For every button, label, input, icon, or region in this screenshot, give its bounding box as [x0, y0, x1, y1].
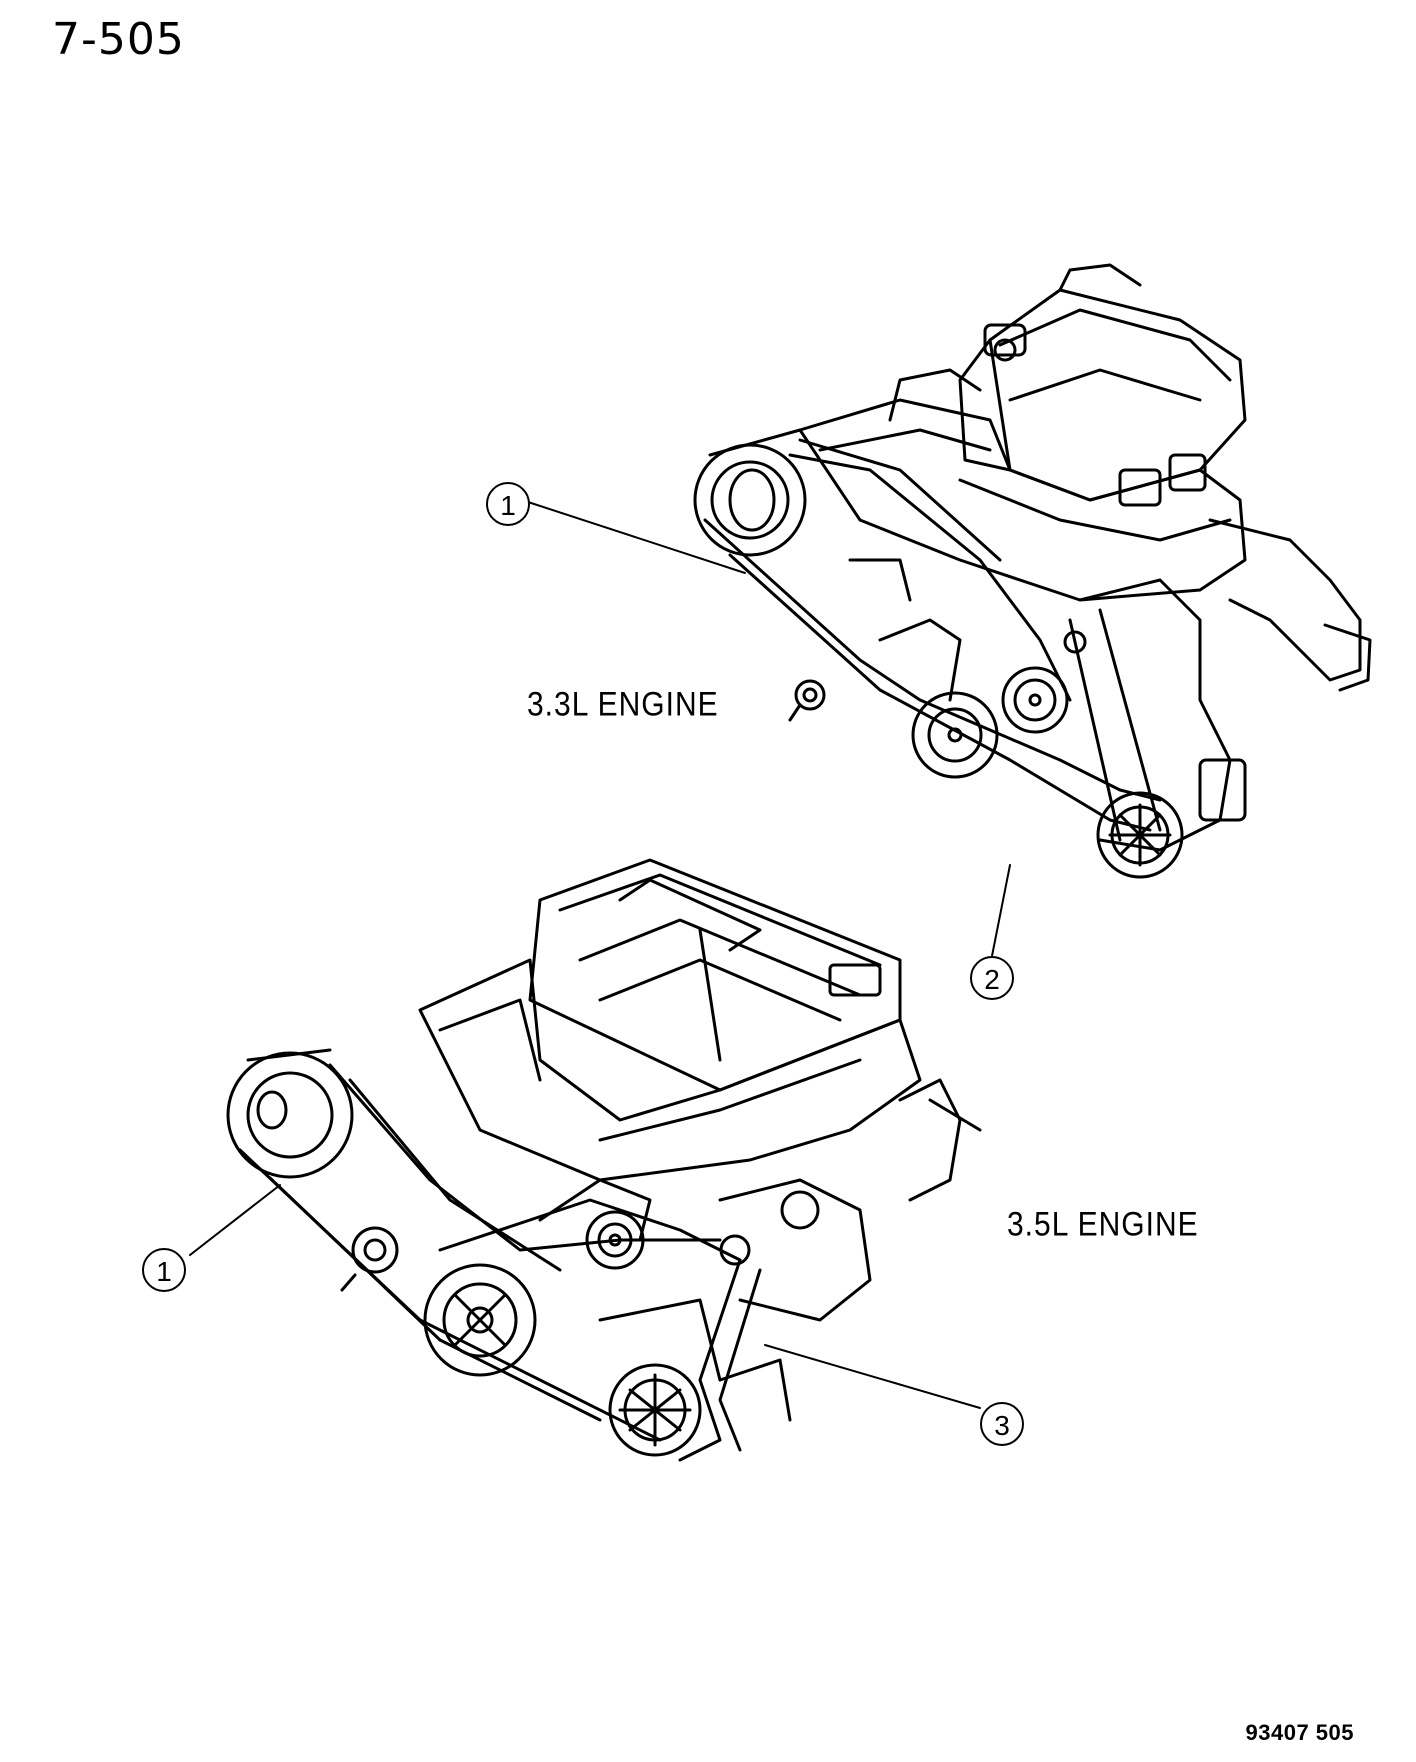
engine-3-5l-illustration — [226, 858, 982, 1462]
page-number: 7-505 — [52, 14, 185, 65]
drawing-code: 93407 505 — [1245, 1720, 1354, 1745]
leader-callout-1-upper — [527, 501, 746, 574]
engine-label-3-3l: 3.3L ENGINE — [527, 685, 719, 724]
callout-3: 3 — [980, 1402, 1024, 1446]
callout-2: 2 — [970, 956, 1014, 1000]
leader-callout-1-lower — [189, 1184, 281, 1256]
engine-label-3-5l: 3.5L ENGINE — [1007, 1205, 1199, 1244]
engine-3-3l-illustration — [693, 263, 1372, 879]
leader-callout-3 — [764, 1344, 981, 1409]
callout-1-upper: 1 — [486, 482, 530, 526]
callout-1-lower: 1 — [142, 1248, 186, 1292]
leader-callout-2 — [991, 864, 1011, 957]
leader-lines — [189, 501, 1011, 1409]
